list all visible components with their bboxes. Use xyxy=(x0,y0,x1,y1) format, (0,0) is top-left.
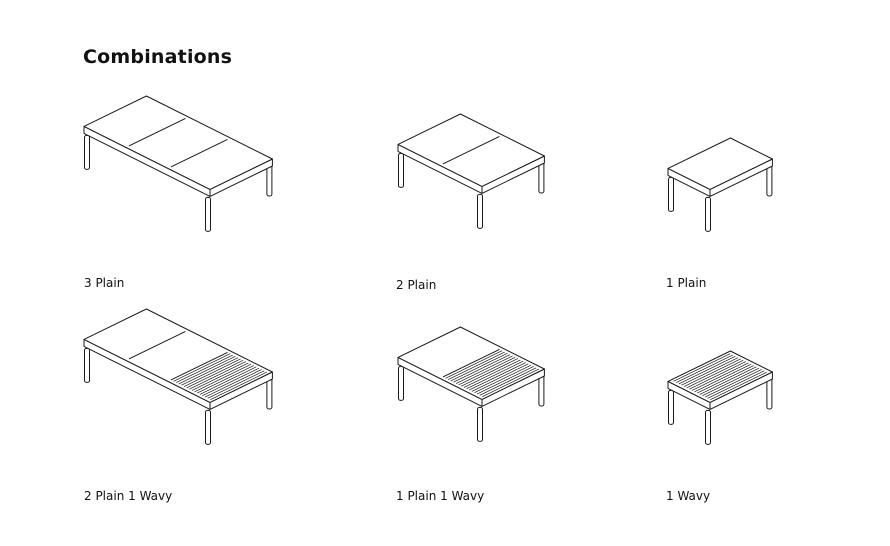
combination-1-wavy xyxy=(662,345,890,545)
table-top xyxy=(83,95,273,190)
wavy-panel-slat xyxy=(697,365,754,394)
wavy-panel-slat xyxy=(479,367,537,396)
table-illustration xyxy=(397,113,545,229)
table-illustration xyxy=(667,137,773,232)
wavy-panel-slat xyxy=(450,353,508,382)
wavy-panel-slat xyxy=(202,367,260,397)
combination-label: 2 Plain xyxy=(396,278,437,292)
combination-1-plain-1-wavy xyxy=(392,321,642,521)
wavy-panel-slat xyxy=(683,358,741,387)
page-title: Combinations xyxy=(83,46,233,68)
wavy-panel-slat xyxy=(474,364,532,394)
wavy-panel-slat xyxy=(445,350,503,379)
wavy-panel-slat xyxy=(207,370,265,399)
table-leg-front-right xyxy=(477,406,483,442)
wavy-panel-slat xyxy=(694,363,752,393)
table-leg-front-right xyxy=(705,196,711,232)
combination-2-plain-1-wavy xyxy=(78,303,328,503)
wavy-panel-slat xyxy=(710,371,768,400)
wavy-panel-slat xyxy=(189,361,247,390)
wavy-panel-slat xyxy=(455,355,513,384)
combination-2-plain xyxy=(392,108,642,308)
wavy-panel-slat xyxy=(181,357,239,386)
combination-label: 1 Plain 1 Wavy xyxy=(396,489,485,503)
table-leg-front-right xyxy=(205,196,211,232)
wavy-panel-slat xyxy=(689,361,747,390)
wavy-panel-slat xyxy=(204,369,262,398)
wavy-panel-slat xyxy=(678,356,736,385)
wavy-panel-slat xyxy=(463,359,521,388)
table-top xyxy=(667,137,773,190)
wavy-panel-slat xyxy=(210,371,268,400)
wavy-panel-slat xyxy=(453,354,511,383)
panel-divider xyxy=(442,348,500,378)
table-leg-front-left xyxy=(668,389,674,425)
wavy-panel-slat xyxy=(702,367,760,397)
table-leg-front-right xyxy=(705,409,711,445)
panel-divider xyxy=(170,351,228,381)
wavy-panel-slat xyxy=(471,363,529,392)
wavy-panel-slat xyxy=(197,365,254,394)
panel-divider xyxy=(442,135,500,165)
wavy-panel-slat xyxy=(469,362,526,391)
table-illustration xyxy=(397,326,545,442)
wavy-panel-slat xyxy=(183,358,241,387)
wavy-panel-slat xyxy=(178,356,236,385)
wavy-panel-slat xyxy=(176,354,233,383)
table-leg-front-right xyxy=(205,409,211,445)
combination-label: 1 Wavy xyxy=(666,489,711,503)
combination-3-plain xyxy=(78,90,328,290)
wavy-panel-slat xyxy=(691,362,749,391)
table-illustration xyxy=(83,308,273,445)
table-illustration xyxy=(667,350,773,445)
wavy-panel-slat xyxy=(707,370,765,399)
table-leg-front-left xyxy=(84,347,90,383)
wavy-panel-slat xyxy=(173,353,231,382)
wavy-panel-slat xyxy=(466,360,524,390)
panel-divider xyxy=(170,138,228,168)
combination-1-plain xyxy=(662,132,890,332)
table-leg-front-left xyxy=(668,176,674,212)
wavy-panel-slat xyxy=(461,358,519,387)
wavy-panel-slat xyxy=(686,359,744,389)
wavy-panel-slat xyxy=(448,351,505,380)
panel-divider xyxy=(128,117,186,147)
wavy-panel-slat xyxy=(194,363,252,393)
table-leg-front-left xyxy=(84,134,90,170)
combination-label: 2 Plain 1 Wavy xyxy=(84,489,173,503)
wavy-panel-slat xyxy=(676,354,733,383)
wavy-panel-slat xyxy=(704,369,762,398)
wavy-panel-slat xyxy=(476,366,534,395)
combination-label: 3 Plain xyxy=(84,276,125,290)
wavy-panel-slat xyxy=(458,356,516,386)
wavy-panel-slat xyxy=(482,368,540,397)
wavy-panel-slat xyxy=(673,353,731,382)
table-leg-front-right xyxy=(477,193,483,229)
wavy-panel-slat xyxy=(681,357,739,386)
wavy-panel-slat xyxy=(186,359,244,389)
panel-divider xyxy=(128,330,186,360)
table-illustration xyxy=(83,95,273,232)
wavy-panel-slat xyxy=(699,366,757,395)
wavy-panel-slat xyxy=(191,362,249,391)
table-leg-front-left xyxy=(398,152,404,188)
combination-label: 1 Plain xyxy=(666,276,707,290)
table-leg-front-left xyxy=(398,365,404,401)
wavy-panel-slat xyxy=(199,366,257,395)
